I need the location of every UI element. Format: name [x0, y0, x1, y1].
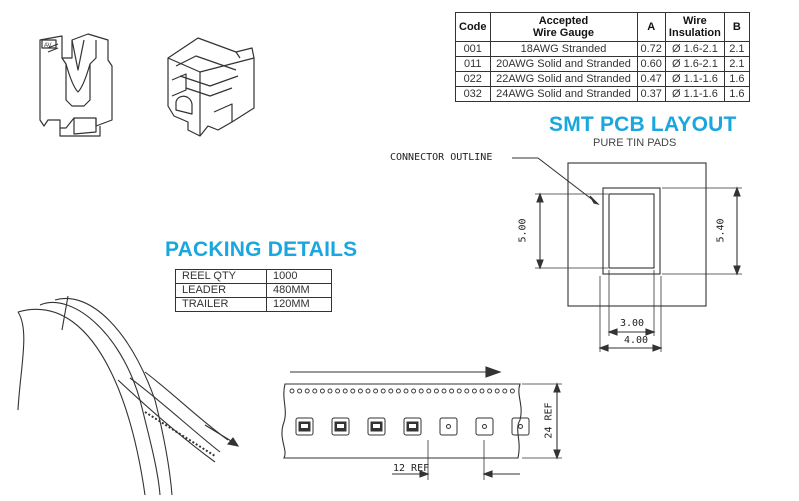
spec-cell: 22AWG Solid and Stranded — [489, 71, 638, 87]
spec-cell: 1.6 — [723, 86, 750, 102]
smt-layout-title: SMT PCB LAYOUT — [549, 113, 737, 136]
connector-window — [409, 424, 416, 428]
tape-pocket — [367, 417, 386, 436]
spec-cell: 022 — [455, 71, 491, 87]
spec-header-insulation: Wire Insulation — [664, 12, 725, 42]
sprocket-hole — [456, 388, 462, 394]
spec-cell: 2.1 — [723, 56, 750, 72]
spec-cell: 011 — [455, 56, 491, 72]
sprocket-hole — [388, 388, 394, 394]
sprocket-hole — [433, 388, 439, 394]
packing-value: 480MM — [266, 283, 332, 298]
sprocket-hole — [494, 388, 500, 394]
spec-cell: 001 — [455, 41, 491, 57]
tape-pocket — [403, 417, 422, 436]
connector-window — [301, 424, 308, 428]
tape-pocket — [295, 417, 314, 436]
spec-cell: Ø 1.1-1.6 — [664, 86, 725, 102]
spec-cell: 24AWG Solid and Stranded — [489, 86, 638, 102]
empty-pocket-hole — [518, 424, 523, 429]
sprocket-hole — [373, 388, 379, 394]
sprocket-hole — [418, 388, 424, 394]
table-row: 001 18AWG Stranded 0.72 Ø 1.6-2.1 2.1 — [455, 41, 750, 57]
spec-cell: 18AWG Stranded — [489, 41, 638, 57]
spec-header-code: Code — [455, 12, 491, 42]
sprocket-hole — [502, 388, 508, 394]
sprocket-hole — [411, 388, 417, 394]
table-row: TRAILER 120MM — [175, 297, 332, 312]
dim-height-inner: 5.00 — [517, 218, 529, 243]
connector-window — [337, 424, 344, 428]
packing-value: 120MM — [266, 297, 332, 312]
dim-width-inner: 3.00 — [620, 318, 645, 329]
table-row: 032 24AWG Solid and Stranded 0.37 Ø 1.1-… — [455, 86, 750, 102]
sprocket-hole — [335, 388, 341, 394]
packing-label: REEL QTY — [175, 269, 267, 284]
connector-window — [373, 424, 380, 428]
sprocket-hole — [464, 388, 470, 394]
spec-cell: 032 — [455, 86, 491, 102]
spec-cell: 2.1 — [723, 41, 750, 57]
sprocket-hole — [441, 388, 447, 394]
svg-text:AV: AV — [44, 43, 52, 49]
table-row: 022 22AWG Solid and Stranded 0.47 Ø 1.1-… — [455, 71, 750, 87]
spec-header-gauge: Accepted Wire Gauge — [489, 12, 638, 42]
dim-width-outer: 4.00 — [624, 335, 649, 346]
spec-cell: 1.6 — [723, 71, 750, 87]
dim-height-outer: 5.40 — [715, 218, 727, 243]
sprocket-hole — [327, 388, 333, 394]
table-row: LEADER 480MM — [175, 283, 332, 298]
sprocket-hole — [319, 388, 325, 394]
spec-cell: Ø 1.6-2.1 — [664, 41, 725, 57]
wire-spec-table: Code Accepted Wire Gauge A Wire Insulati… — [455, 12, 750, 102]
sprocket-hole — [304, 388, 310, 394]
spec-cell: 20AWG Solid and Stranded — [489, 56, 638, 72]
spec-header-a: A — [636, 12, 666, 42]
sprocket-hole — [357, 388, 363, 394]
sprocket-hole — [449, 388, 455, 394]
sprocket-hole — [403, 388, 409, 394]
sprocket-hole — [289, 388, 295, 394]
sprocket-hole — [380, 388, 386, 394]
spec-cell: 0.72 — [636, 41, 666, 57]
sprocket-hole — [509, 388, 515, 394]
sprocket-hole — [297, 388, 303, 394]
tape-pocket — [511, 417, 530, 436]
empty-pocket-hole — [482, 424, 487, 429]
spec-header-b: B — [723, 12, 750, 42]
empty-pocket-hole — [446, 424, 451, 429]
packing-details-title: PACKING DETAILS — [165, 238, 358, 261]
tape-pocket — [475, 417, 494, 436]
sprocket-hole — [471, 388, 477, 394]
spec-cell: Ø 1.1-1.6 — [664, 71, 725, 87]
table-row: 011 20AWG Solid and Stranded 0.60 Ø 1.6-… — [455, 56, 750, 72]
spec-cell: Ø 1.6-2.1 — [664, 56, 725, 72]
tape-pocket — [439, 417, 458, 436]
sprocket-hole — [342, 388, 348, 394]
table-row: REEL QTY 1000 — [175, 269, 332, 284]
tape-pocket — [331, 417, 350, 436]
packing-label: TRAILER — [175, 297, 267, 312]
spec-cell: 0.47 — [636, 71, 666, 87]
sprocket-hole — [350, 388, 356, 394]
spec-cell: 0.37 — [636, 86, 666, 102]
sprocket-hole — [365, 388, 371, 394]
sprocket-hole — [479, 388, 485, 394]
sprocket-hole — [487, 388, 493, 394]
smt-layout-subtitle: PURE TIN PADS — [593, 137, 677, 149]
packing-label: LEADER — [175, 283, 267, 298]
tape-width-label: 24 REF — [543, 402, 555, 439]
sprocket-hole — [395, 388, 401, 394]
sprocket-hole — [312, 388, 318, 394]
packing-table: REEL QTY 1000 LEADER 480MM TRAILER 120MM — [175, 269, 332, 312]
spec-cell: 0.60 — [636, 56, 666, 72]
tape-pitch-label: 12 REF — [393, 463, 430, 474]
packing-value: 1000 — [266, 269, 332, 284]
connector-outline-label: CONNECTOR OUTLINE — [390, 152, 493, 163]
sprocket-hole — [426, 388, 432, 394]
